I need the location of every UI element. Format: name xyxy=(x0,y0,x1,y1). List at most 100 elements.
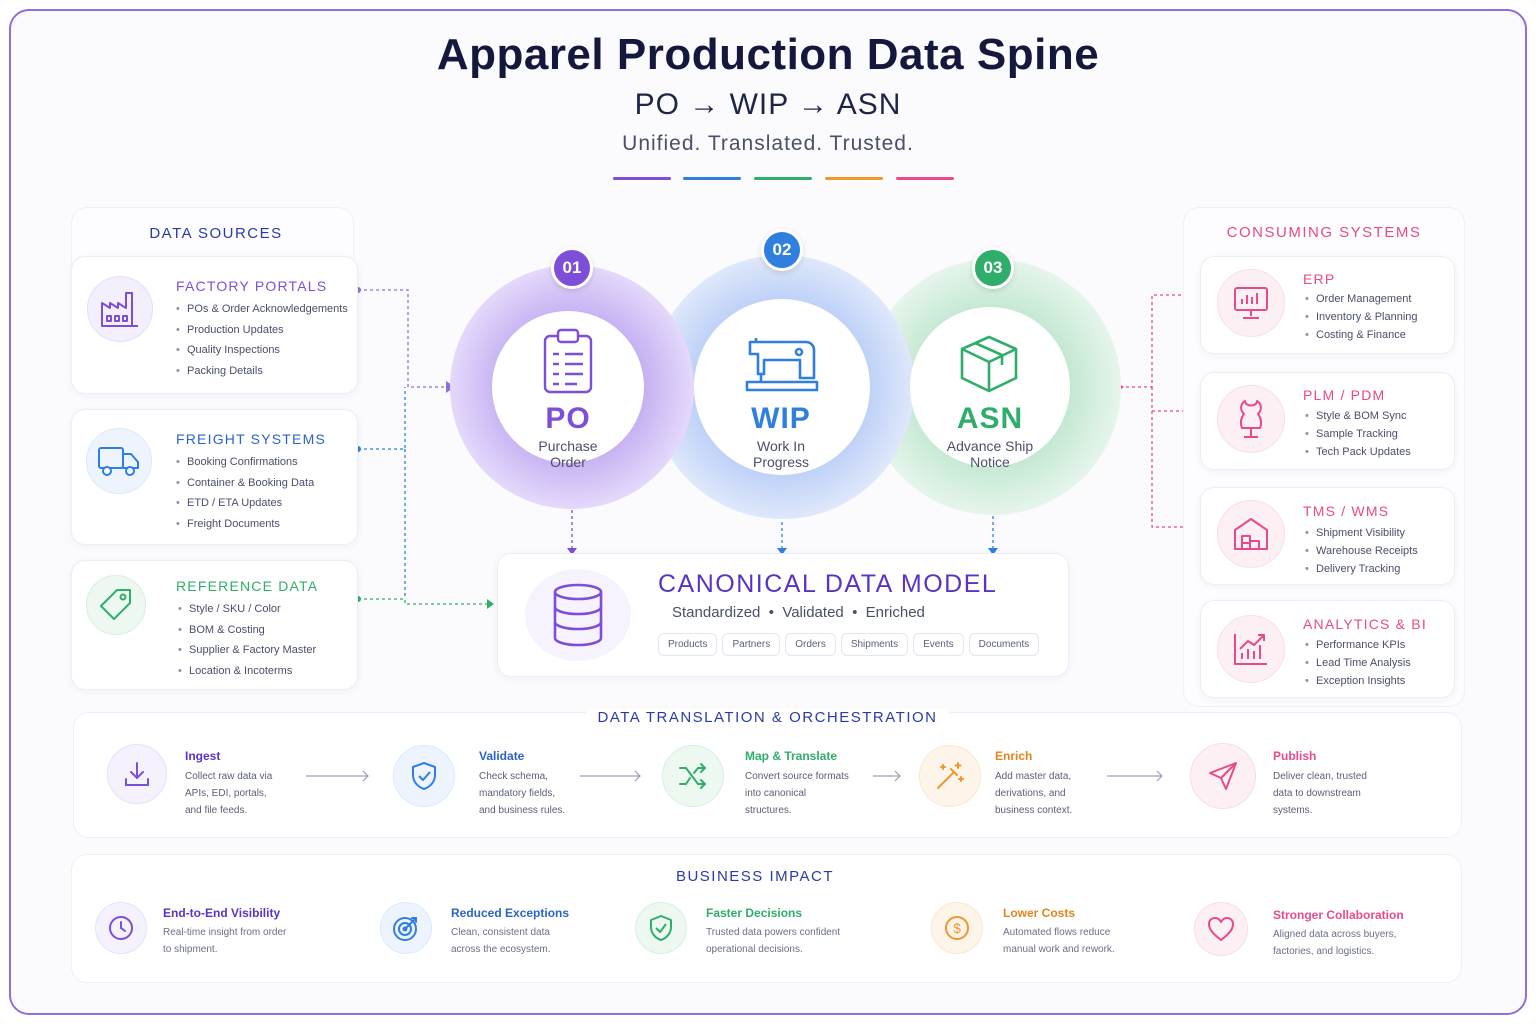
list-item: Booking Confirmations xyxy=(176,452,314,473)
list-item: Costing & Finance xyxy=(1305,326,1418,344)
stage-asn-label[interactable]: ASN Advance Ship Notice xyxy=(928,402,1052,470)
box-icon xyxy=(958,334,1020,399)
consumer-list-erp: Order Management Inventory & Planning Co… xyxy=(1305,290,1418,344)
ring-po-center xyxy=(492,311,644,463)
accent-line-purple xyxy=(613,177,671,180)
shield-check-icon xyxy=(393,745,455,807)
download-icon xyxy=(107,744,167,804)
consumer-list-plm: Style & BOM Sync Sample Tracking Tech Pa… xyxy=(1305,407,1411,461)
impact-title: Stronger Collaboration xyxy=(1273,908,1404,922)
step-publish[interactable]: Publish Deliver clean, trusted data to d… xyxy=(1273,749,1367,819)
list-item: Production Updates xyxy=(176,320,348,341)
step-desc-line: and business rules. xyxy=(479,805,566,816)
data-sources-heading: DATA SOURCES xyxy=(149,225,283,242)
consumer-card-erp[interactable]: ERP Order Management Inventory & Plannin… xyxy=(1200,256,1455,354)
impact-title: Reduced Exceptions xyxy=(451,906,570,920)
step-enrich[interactable]: Enrich Add master data, derivations, and… xyxy=(995,749,1072,819)
impact-desc-line: Trusted data powers confident xyxy=(706,927,841,938)
connector-reference-to-model xyxy=(358,598,488,605)
impact-faster-decisions[interactable]: Faster Decisions Trusted data powers con… xyxy=(706,906,840,958)
list-item: Location & Incoterms xyxy=(178,661,316,682)
impact-desc-line: Aligned data across buyers, xyxy=(1273,929,1397,940)
impact-desc-line: manual work and rework. xyxy=(1003,944,1115,955)
impact-desc-line: to shipment. xyxy=(163,944,218,955)
step-title: Ingest xyxy=(185,749,221,763)
list-item: Quality Inspections xyxy=(176,340,348,361)
step-desc-line: structures. xyxy=(745,805,792,816)
list-item: Performance KPIs xyxy=(1305,636,1411,654)
orchestration-heading-text: DATA TRANSLATION & ORCHESTRATION xyxy=(585,709,950,726)
step-desc-line: Convert source formats xyxy=(745,771,849,782)
database-icon xyxy=(525,569,631,661)
page-title: Apparel Production Data Spine xyxy=(436,30,1100,79)
orchestration-heading: DATA TRANSLATION & ORCHESTRATION xyxy=(73,709,1462,726)
step-desc-line: Check schema, xyxy=(479,771,548,782)
stage-badge-01: 01 xyxy=(551,247,593,289)
consumer-card-plm[interactable]: PLM / PDM Style & BOM Sync Sample Tracki… xyxy=(1200,372,1455,470)
chip-partners[interactable]: Partners xyxy=(722,633,781,656)
stage-wip-label[interactable]: WIP Work In Progress xyxy=(720,402,842,470)
step-desc-line: Collect raw data via xyxy=(185,771,273,782)
stage-po-name: Purchase Order xyxy=(538,438,598,470)
ring-wip-center xyxy=(694,299,870,475)
step-title: Enrich xyxy=(995,749,1033,763)
step-desc-line: Deliver clean, trusted xyxy=(1273,771,1367,782)
connector-factory-to-po xyxy=(358,289,446,388)
dress-form-icon xyxy=(1217,385,1285,453)
accent-line-green xyxy=(754,177,812,180)
list-item: Freight Documents xyxy=(176,514,314,535)
consumer-card-tms[interactable]: TMS / WMS Shipment Visibility Warehouse … xyxy=(1200,487,1455,585)
step-desc-line: derivations, and xyxy=(995,788,1066,799)
shuffle-icon xyxy=(662,745,724,807)
source-title-factory: FACTORY PORTALS xyxy=(176,278,328,294)
source-card-freight-systems[interactable]: FREIGHT SYSTEMS Booking Confirmations Co… xyxy=(71,409,358,545)
impact-title: End-to-End Visibility xyxy=(163,906,281,920)
factory-icon xyxy=(87,276,153,342)
list-item: Tech Pack Updates xyxy=(1305,443,1411,461)
growth-chart-icon xyxy=(1217,615,1285,683)
list-item: Order Management xyxy=(1305,290,1418,308)
canonical-title: CANONICAL DATA MODEL xyxy=(658,570,998,598)
stage-asn-code: ASN xyxy=(956,402,1024,435)
impact-collaboration[interactable]: Stronger Collaboration Aligned data acro… xyxy=(1273,908,1404,960)
step-desc-line: Add master data, xyxy=(995,771,1072,782)
warehouse-icon xyxy=(1217,500,1285,568)
impact-visibility[interactable]: End-to-End Visibility Real-time insight … xyxy=(163,906,286,958)
consumer-title-tms: TMS / WMS xyxy=(1303,503,1390,519)
chip-shipments[interactable]: Shipments xyxy=(840,633,909,656)
step-ingest[interactable]: Ingest Collect raw data via APIs, EDI, p… xyxy=(185,749,272,819)
page-subtitle: PO → WIP → ASN xyxy=(634,88,902,121)
consuming-heading: CONSUMING SYSTEMS xyxy=(1226,224,1422,241)
stage-badge-02: 02 xyxy=(761,229,803,271)
canonical-data-model-card[interactable]: CANONICAL DATA MODEL Standardized • Vali… xyxy=(497,553,1069,677)
stage-po-label[interactable]: PO Purchase Order xyxy=(508,402,628,470)
list-item: Packing Details xyxy=(176,361,348,382)
source-list-freight: Booking Confirmations Container & Bookin… xyxy=(176,452,314,534)
list-item: Warehouse Receipts xyxy=(1305,542,1418,560)
step-map-translate[interactable]: Map & Translate Convert source formats i… xyxy=(745,749,849,819)
list-item: Inventory & Planning xyxy=(1305,308,1418,326)
source-card-reference-data[interactable]: REFERENCE DATA Style / SKU / Color BOM &… xyxy=(71,560,358,690)
stage-po-code: PO xyxy=(545,402,591,435)
impact-title: Faster Decisions xyxy=(706,906,803,920)
list-item: ETD / ETA Updates xyxy=(176,493,314,514)
stage-wip-code: WIP xyxy=(751,402,811,435)
impact-lower-costs[interactable]: Lower Costs Automated flows reduce manua… xyxy=(1003,906,1115,958)
source-card-factory-portals[interactable]: FACTORY PORTALS POs & Order Acknowledgem… xyxy=(71,256,358,394)
chip-orders[interactable]: Orders xyxy=(785,633,836,656)
chip-products[interactable]: Products xyxy=(658,633,718,656)
chip-documents[interactable]: Documents xyxy=(968,633,1040,656)
step-desc-line: APIs, EDI, portals, xyxy=(185,788,267,799)
step-validate[interactable]: Validate Check schema, mandatory fields,… xyxy=(479,749,565,819)
chip-events[interactable]: Events xyxy=(913,633,964,656)
impact-reduced-exceptions[interactable]: Reduced Exceptions Clean, consistent dat… xyxy=(451,906,569,958)
heart-icon xyxy=(1194,902,1248,956)
target-icon xyxy=(380,902,432,954)
list-item: Exception Insights xyxy=(1305,672,1411,690)
impact-desc-line: Clean, consistent data xyxy=(451,927,550,938)
source-list-factory: POs & Order Acknowledgements Production … xyxy=(176,299,348,381)
impact-desc-line: operational decisions. xyxy=(706,944,803,955)
consumer-card-analytics[interactable]: ANALYTICS & BI Performance KPIs Lead Tim… xyxy=(1200,600,1455,698)
